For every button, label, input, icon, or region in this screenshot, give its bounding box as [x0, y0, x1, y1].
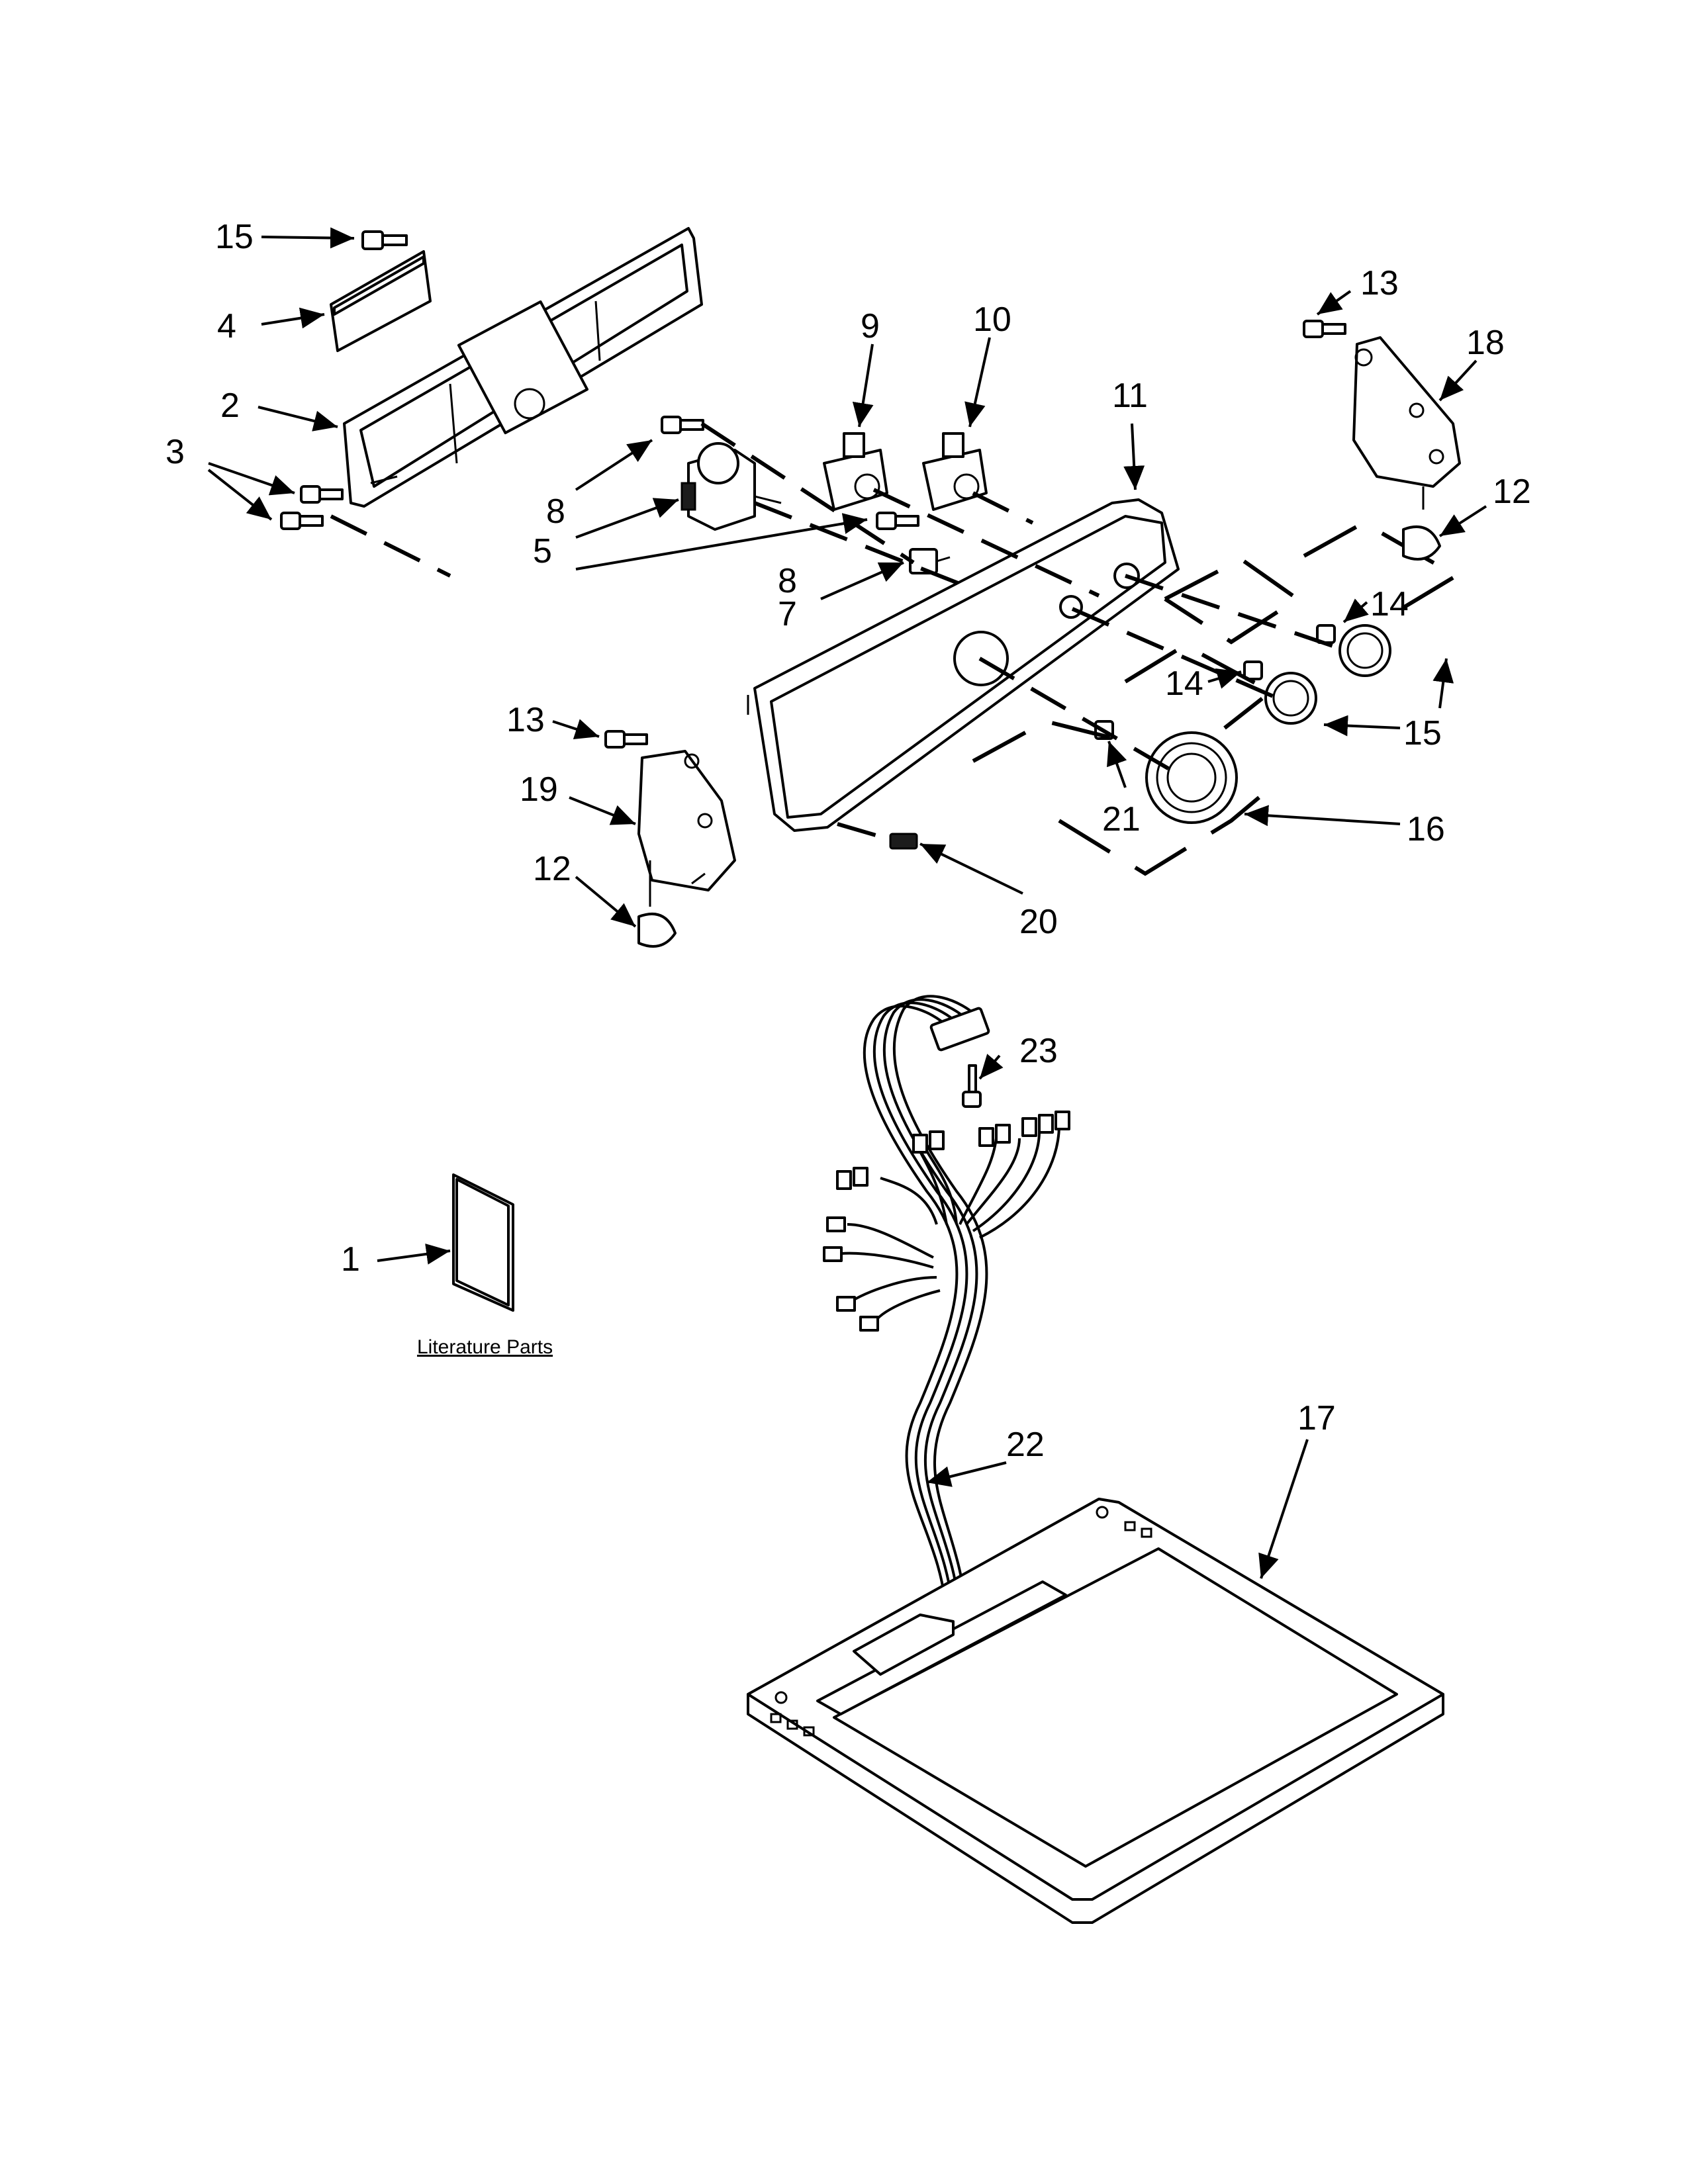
callout-21: 21 — [1102, 800, 1141, 839]
console — [747, 498, 1180, 832]
callout-13b: 13 — [506, 701, 545, 739]
callout-14b: 14 — [1165, 664, 1203, 703]
switch-part-7 — [909, 548, 951, 574]
callout-17: 17 — [1297, 1399, 1336, 1437]
callout-23: 23 — [1019, 1032, 1058, 1070]
screw-part-3b — [280, 512, 324, 530]
switch-part-10 — [922, 432, 988, 511]
timer — [680, 442, 782, 531]
callout-2: 2 — [220, 387, 240, 425]
literature-booklet — [452, 1173, 514, 1312]
end-cap-right — [1352, 336, 1461, 510]
callout-20: 20 — [1019, 903, 1058, 941]
callout-labels: 15 4 2 3 8 5 8 7 9 10 11 13 18 12 14 14 … — [165, 218, 1531, 1464]
callout-14a: 14 — [1370, 585, 1409, 623]
callout-13a: 13 — [1360, 264, 1399, 302]
callout-18: 18 — [1466, 324, 1505, 362]
callout-11: 11 — [1112, 377, 1148, 415]
washer-top — [747, 1498, 1444, 1924]
end-cap-left — [637, 750, 736, 907]
callout-15: 15 — [1403, 714, 1442, 752]
badge-part-20 — [889, 833, 918, 850]
knob-part-15b — [1264, 672, 1317, 725]
bracket-plate — [330, 250, 432, 352]
control-panel-rear — [343, 227, 703, 508]
callout-12b: 12 — [533, 850, 571, 888]
callout-6: 15 — [215, 218, 254, 256]
callout-22: 22 — [1006, 1426, 1045, 1464]
callout-7: 7 — [778, 595, 797, 633]
callout-1: 1 — [341, 1240, 360, 1279]
leader-arrows — [207, 227, 1487, 1579]
clip-part-12b — [637, 913, 677, 948]
callout-19: 19 — [520, 770, 558, 809]
callout-3: 3 — [165, 433, 185, 471]
clip-part-12a — [1402, 525, 1441, 561]
wire-harness — [823, 995, 1070, 1615]
screw-part-3a — [300, 485, 344, 504]
screw-part-13a — [1303, 320, 1346, 338]
switch-part-9 — [823, 432, 888, 511]
callout-12a: 12 — [1493, 473, 1531, 511]
screw-part-8b — [876, 512, 919, 530]
callout-5: 5 — [533, 532, 552, 570]
callout-8a: 8 — [546, 492, 565, 531]
callout-16: 16 — [1407, 810, 1445, 848]
callout-8b: 8 — [778, 562, 797, 600]
clip-part-14b — [1243, 660, 1263, 680]
callout-4: 4 — [217, 307, 236, 345]
screw-part-8a — [661, 416, 704, 434]
literature-parts-label: Literature Parts — [417, 1336, 553, 1358]
screw-part-6 — [361, 230, 408, 250]
screw-part-13b — [604, 730, 648, 749]
knob-part-16 — [1145, 731, 1238, 824]
screw-part-23 — [962, 1064, 982, 1108]
knob-part-15a — [1338, 624, 1391, 677]
callout-10: 10 — [973, 300, 1011, 339]
callout-9: 9 — [861, 307, 880, 345]
